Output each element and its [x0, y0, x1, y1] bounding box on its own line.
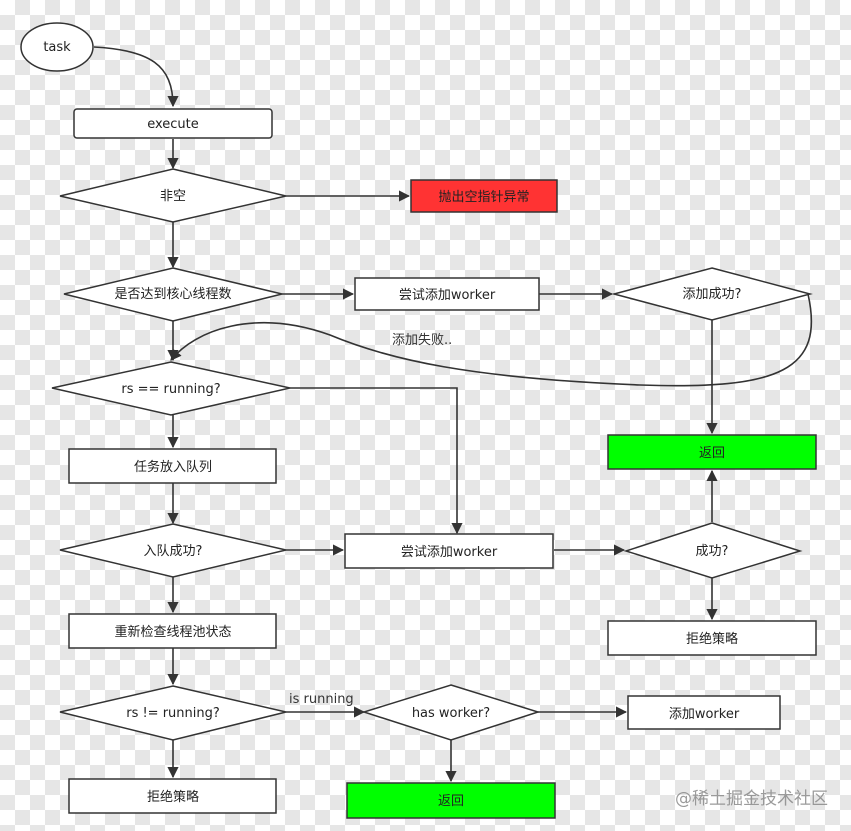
node-core-check: 是否达到核心线程数 — [63, 267, 283, 322]
svg-text:拒绝策略: 拒绝策略 — [686, 631, 738, 647]
svg-text:添加成功?: 添加成功? — [683, 287, 742, 302]
svg-text:入队成功?: 入队成功? — [144, 544, 203, 559]
svg-text:拒绝策略: 拒绝策略 — [147, 789, 199, 805]
node-throw-npe: 抛出空指针异常 — [410, 179, 558, 213]
svg-text:has worker?: has worker? — [412, 706, 490, 721]
svg-text:任务放入队列: 任务放入队列 — [134, 459, 212, 475]
node-try-add-worker-mid: 尝试添加worker — [344, 533, 554, 569]
node-add-worker: 添加worker — [627, 695, 781, 730]
node-not-null: 非空 — [59, 168, 287, 223]
svg-text:是否达到核心线程数: 是否达到核心线程数 — [114, 287, 231, 302]
svg-text:成功?: 成功? — [696, 544, 729, 559]
node-return-top: 返回 — [607, 434, 817, 470]
edge-add-failed-loop — [170, 293, 813, 387]
svg-text:非空: 非空 — [160, 189, 186, 204]
edge-label-add-failed: 添加失败.. — [392, 333, 452, 348]
node-success-check: 成功? — [623, 522, 803, 579]
error-box — [410, 179, 558, 213]
svg-text:抛出空指针异常: 抛出空指针异常 — [438, 190, 529, 205]
node-recheck-state: 重新检查线程池状态 — [68, 613, 277, 649]
node-add-success-check: 添加成功? — [611, 267, 813, 321]
edge-label-is-running: is running — [289, 692, 354, 707]
svg-text:task: task — [43, 40, 71, 55]
svg-text:添加worker: 添加worker — [669, 707, 740, 722]
node-enqueue-success: 入队成功? — [59, 523, 287, 578]
node-has-worker: has worker? — [361, 684, 541, 741]
node-enqueue: 任务放入队列 — [68, 448, 277, 484]
node-rs-not-running: rs != running? — [59, 685, 287, 741]
node-reject-bottom: 拒绝策略 — [68, 778, 277, 814]
node-task: task — [20, 22, 94, 72]
watermark: @稀土掘金技术社区 — [675, 789, 828, 809]
success-box-top — [607, 434, 817, 470]
success-box-bottom — [346, 782, 556, 819]
node-try-add-worker-top: 尝试添加worker — [354, 277, 540, 311]
svg-text:返回: 返回 — [438, 794, 464, 809]
node-execute: execute — [73, 108, 273, 139]
edges — [93, 46, 813, 783]
node-rs-running: rs == running? — [51, 361, 291, 416]
node-reject-mid: 拒绝策略 — [607, 620, 817, 656]
node-return-bottom: 返回 — [346, 782, 556, 819]
svg-text:尝试添加worker: 尝试添加worker — [401, 545, 498, 560]
svg-text:尝试添加worker: 尝试添加worker — [399, 288, 496, 303]
svg-text:重新检查线程池状态: 重新检查线程池状态 — [114, 624, 231, 640]
svg-text:返回: 返回 — [699, 446, 725, 461]
edge-rs-running-to-try-add-mid — [290, 387, 463, 535]
svg-text:rs != running?: rs != running? — [126, 706, 220, 721]
edge-task-to-execute — [93, 46, 179, 108]
svg-text:execute: execute — [147, 117, 199, 132]
svg-text:rs == running?: rs == running? — [121, 382, 220, 397]
